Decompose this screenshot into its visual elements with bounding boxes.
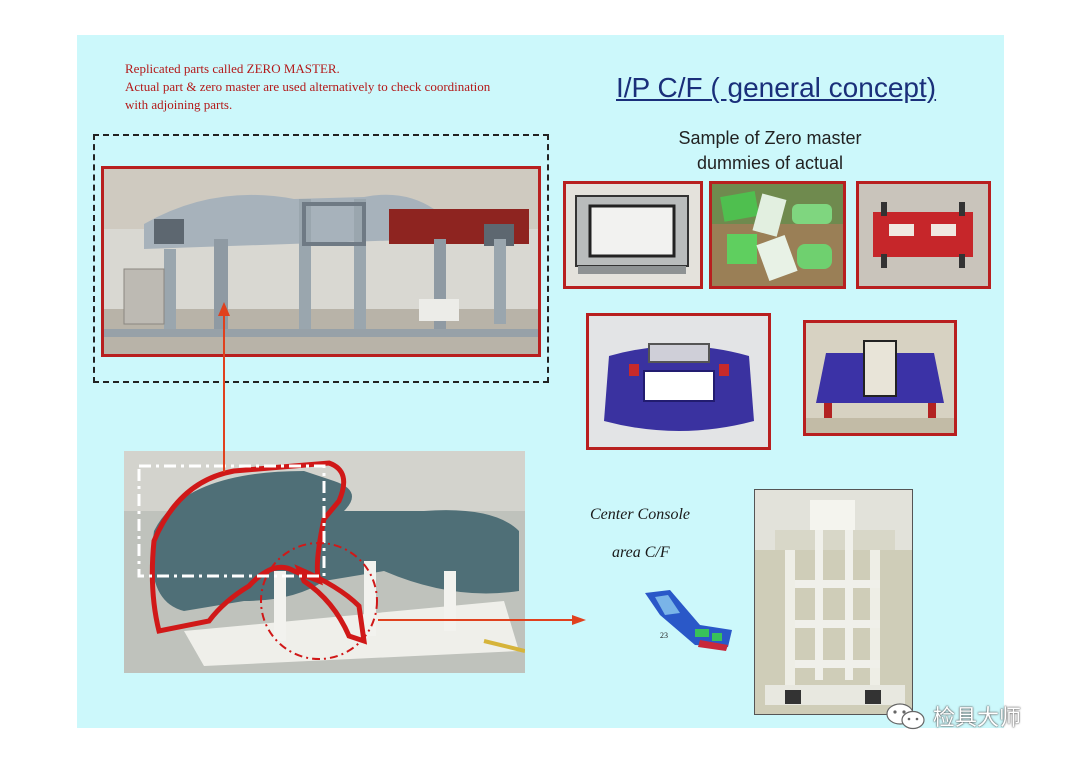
sample-photo-1 bbox=[563, 181, 703, 289]
center-console-caption-line2: area C/F bbox=[612, 544, 670, 561]
slide-title: I/P C/F ( general concept) bbox=[616, 72, 937, 103]
sample-photo-3 bbox=[856, 181, 991, 289]
ip-zero-master-photo bbox=[124, 451, 525, 673]
subtitle-line-2: dummies of actual bbox=[696, 153, 844, 173]
right-arrow bbox=[378, 615, 586, 625]
up-arrow bbox=[218, 302, 230, 472]
dashed-highlight-frame bbox=[93, 134, 549, 383]
intro-line-2: Actual part & zero master are used alter… bbox=[125, 79, 491, 94]
watermark-text: 检具大师 bbox=[933, 706, 1022, 731]
sample-photo-4 bbox=[586, 313, 771, 450]
subtitle-line-1: Sample of Zero master bbox=[678, 128, 862, 148]
center-console-caption-line1: Center Console bbox=[590, 506, 690, 523]
wechat-icon bbox=[886, 703, 925, 730]
part-number-label: 23 bbox=[660, 631, 668, 640]
intro-text: Replicated parts called ZERO MASTER. Act… bbox=[125, 60, 595, 114]
sample-photo-5 bbox=[803, 320, 957, 436]
wechat-watermark: 检具大师 bbox=[885, 700, 1021, 732]
console-fixture-photo bbox=[754, 489, 913, 715]
ip-fixture-photo bbox=[101, 166, 541, 357]
intro-line-3: with adjoining parts. bbox=[125, 97, 233, 112]
sample-photo-2 bbox=[709, 181, 846, 289]
intro-line-1: Replicated parts called ZERO MASTER. bbox=[125, 61, 340, 76]
console-cad-image bbox=[645, 590, 732, 651]
samples-subtitle: Sample of Zero master dummies of actual bbox=[640, 126, 900, 176]
